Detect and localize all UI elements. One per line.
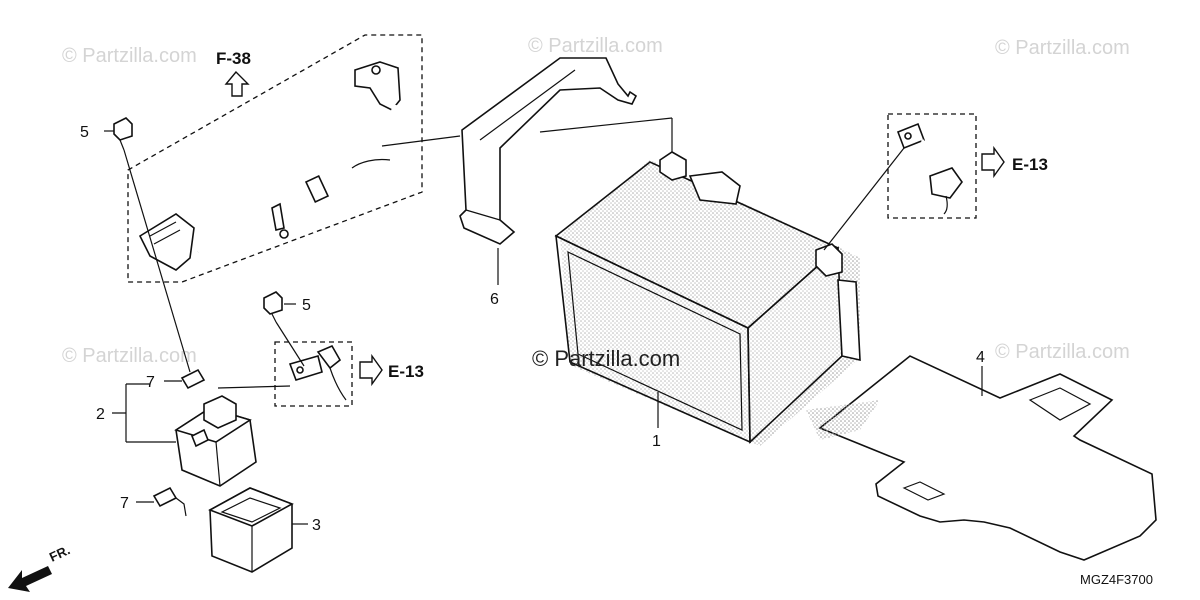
ref-e13-right[interactable]: E-13: [981, 145, 1048, 179]
watermark-top-center: © Partzilla.com: [528, 35, 663, 57]
watermark-top-right: © Partzilla.com: [995, 37, 1130, 59]
callout-relay: 2: [96, 406, 105, 423]
bolt-lower[interactable]: 5: [263, 291, 311, 323]
wire-harness: [138, 61, 401, 271]
harness-detail-box: [127, 34, 423, 283]
watermark-mid-left: © Partzilla.com: [62, 345, 197, 367]
arrow-up-icon: [224, 70, 250, 97]
relay[interactable]: 2: [96, 383, 257, 487]
fuse-lower[interactable]: 7: [120, 486, 187, 517]
ref-e13-left-label: E-13: [388, 362, 424, 381]
arrow-right-icon: [981, 145, 1005, 179]
arrow-right-icon: [359, 353, 383, 387]
callout-bolt-lower: 5: [302, 297, 311, 314]
callout-bolt-upper: 5: [80, 124, 89, 141]
callout-battery-plate: 4: [976, 349, 985, 366]
ref-e13-left[interactable]: E-13: [359, 353, 424, 387]
battery-plate[interactable]: 4: [806, 349, 1157, 561]
callout-battery: 1: [652, 433, 661, 450]
relay-cover[interactable]: 3: [208, 487, 321, 573]
watermark-mid-right: © Partzilla.com: [995, 341, 1130, 363]
ref-e13-right-label: E-13: [1012, 155, 1048, 174]
fuse-upper[interactable]: 7: [146, 368, 206, 391]
diagram-code: MGZ4F3700: [1080, 572, 1153, 587]
connector-right: [896, 122, 963, 215]
callout-fuse-lower: 7: [120, 495, 129, 512]
connector-detail-box-right: [887, 113, 977, 219]
watermark-top-left: © Partzilla.com: [62, 45, 197, 67]
ref-f38[interactable]: F-38: [216, 49, 251, 97]
bolt-upper[interactable]: 5: [80, 117, 133, 151]
watermark-center: © Partzilla.com: [532, 346, 680, 371]
connector-left: [288, 344, 347, 401]
front-direction-arrow: FR.: [8, 542, 72, 592]
callout-fuse-upper: 7: [146, 374, 155, 391]
callout-battery-band: 6: [490, 291, 499, 308]
battery[interactable]: 1: [539, 117, 861, 450]
callout-relay-cover: 3: [312, 517, 321, 534]
front-direction-label: FR.: [47, 542, 72, 564]
battery-band[interactable]: 6: [459, 57, 638, 308]
ref-f38-label: F-38: [216, 49, 251, 68]
